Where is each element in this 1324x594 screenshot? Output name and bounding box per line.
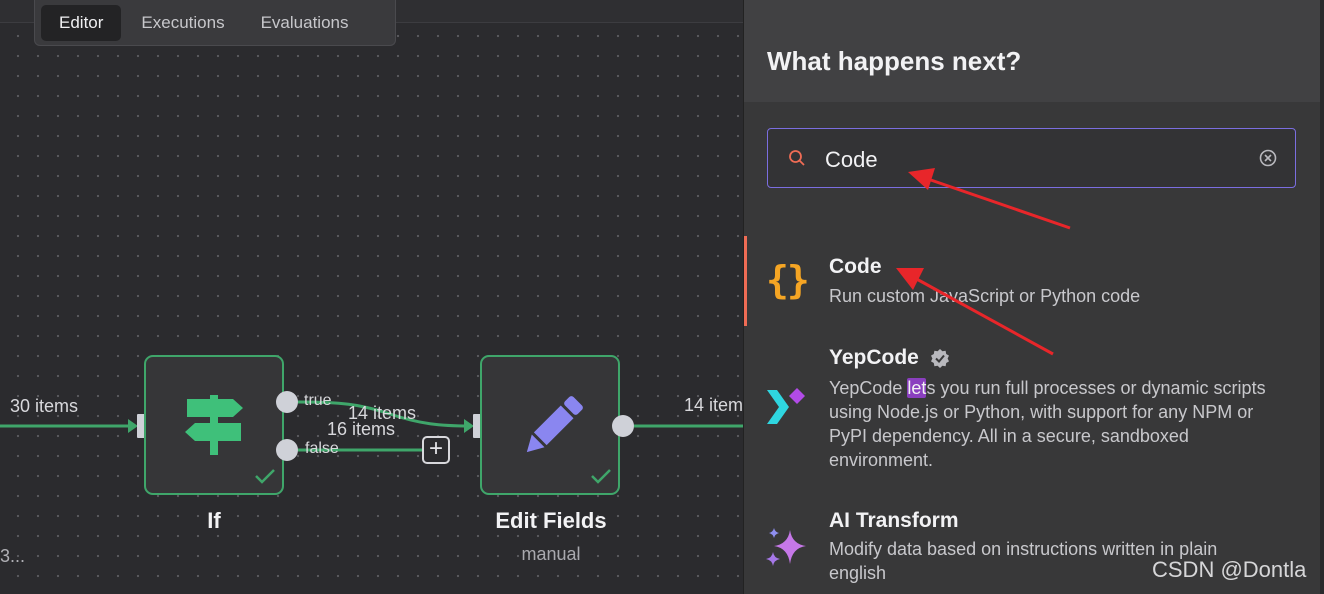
desc-part: s you run full processes or dynamic scri… [829,378,1266,470]
panel-header: What happens next? [744,0,1320,102]
if-true-label: true [304,392,332,409]
result-item-yepcode[interactable]: YepCode YepCode lets you run full proces… [744,340,1320,480]
result-description: YepCode lets you run full processes or d… [829,376,1269,472]
edges-layer [0,400,743,452]
search-value[interactable]: Code [825,147,878,172]
view-tabs: Editor Executions Evaluations [34,0,396,46]
result-title: Code [829,255,882,278]
clear-search-icon[interactable] [1258,148,1278,168]
watermark: CSDN @Dontla [1152,557,1307,582]
panel-title: What happens next? [767,46,1022,76]
if-node-title: If [207,508,221,533]
if-false-label: false [305,440,339,457]
signpost-icon [185,395,243,455]
result-description: Run custom JavaScript or Python code [829,286,1141,306]
result-item-code[interactable]: {} Code Run custom JavaScript or Python … [744,236,1320,326]
verified-badge-icon [931,349,949,368]
result-item-ai-transform[interactable]: AI Transform Modify data based on instru… [744,500,1320,594]
edit-fields-node-subtitle: manual [521,544,581,564]
search-input[interactable]: Code [767,128,1296,188]
tab-evaluations[interactable]: Evaluations [260,12,349,32]
edit-fields-node[interactable] [480,355,620,495]
if-false-handle[interactable] [276,439,298,461]
sparkles-icon [766,528,806,566]
truncated-node-label: 3... [0,546,26,566]
tab-executions[interactable]: Executions [141,12,225,32]
add-node-button[interactable]: + [422,436,450,464]
edge-label-incoming: 30 items [10,396,79,416]
if-true-handle[interactable] [276,391,298,413]
success-check-icon [255,469,275,484]
selected-indicator [744,236,747,326]
panel-scrollbar[interactable] [1320,0,1324,594]
edge-label-outgoing: 14 item [684,395,743,415]
success-check-icon [591,469,611,484]
tab-editor[interactable]: Editor [41,4,122,41]
result-title: YepCode [829,346,919,369]
node-creator-panel: What happens next? Code {} Code Run cust… [743,0,1324,594]
edge-label-true: 14 items [348,403,417,423]
edge-true-arrow [464,419,474,433]
result-title: AI Transform [829,509,959,532]
pencil-icon [526,396,583,453]
if-node[interactable] [144,355,284,495]
edge-label-false: 16 items [327,419,396,439]
code-braces-icon: {} [766,258,810,302]
desc-highlight: let [907,378,927,398]
edit-fields-node-title: Edit Fields [495,508,607,533]
result-description: Modify data based on instructions writte… [829,539,1218,583]
edge-incoming-arrow [128,419,138,433]
search-icon [789,150,805,166]
edge-true[interactable] [297,400,471,428]
workflow-canvas[interactable]: Editor Executions Evaluations 30 items 3… [0,0,743,594]
yepcode-logo-icon [767,388,805,424]
desc-part: YepCode [829,378,908,398]
edit-fields-output-handle[interactable] [612,415,634,437]
